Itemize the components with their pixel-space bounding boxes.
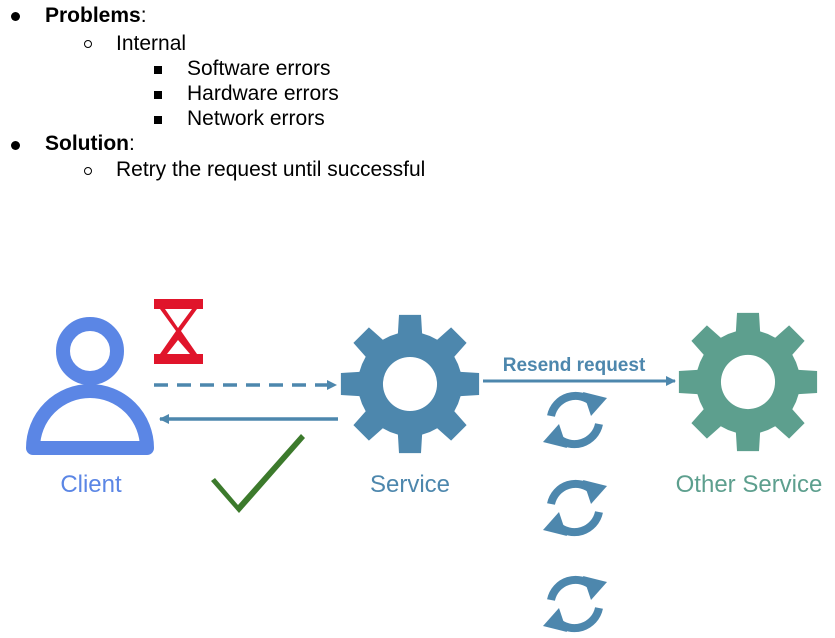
service-gear-icon (340, 314, 480, 454)
problems-heading: Problems: (45, 4, 147, 28)
gear-shape (678, 312, 818, 452)
check-icon (211, 434, 305, 513)
refresh-icon (543, 575, 607, 633)
refresh-arrowhead (583, 576, 607, 600)
retry-item: Retry the request until successful (116, 158, 426, 181)
gear-shape (340, 314, 480, 454)
bullet-dot (11, 141, 20, 150)
refresh-arrowhead (583, 480, 607, 504)
solution-heading: Solution: (45, 132, 135, 156)
bullet-square (154, 91, 162, 99)
bullet-dot (11, 12, 20, 21)
other-service-label: Other Service (676, 471, 823, 498)
problems-colon: : (140, 4, 147, 27)
client-person-icon (26, 317, 154, 455)
solution-title: Solution (45, 132, 129, 155)
refresh-icon (543, 391, 607, 449)
problems-title: Problems (45, 4, 141, 27)
client-label: Client (60, 471, 122, 498)
refresh-arrowhead (583, 392, 607, 416)
software-errors-item: Software errors (187, 57, 331, 80)
bullet-square (154, 66, 162, 74)
bullet-circle (84, 167, 92, 175)
bullet-circle (84, 40, 92, 48)
service-label: Service (370, 471, 450, 498)
bullet-square (154, 116, 162, 124)
hardware-errors-item: Hardware errors (187, 82, 339, 105)
other-service-gear-icon (678, 312, 818, 452)
refresh-arrowhead (543, 424, 567, 448)
refresh-arrowhead (543, 512, 567, 536)
network-errors-item: Network errors (187, 107, 325, 130)
refresh-arrowhead (543, 608, 567, 632)
hourglass-icon (154, 299, 203, 364)
refresh-icon (543, 479, 607, 537)
solution-colon: : (128, 132, 135, 155)
resend-request-label: Resend request (503, 355, 646, 376)
internal-item: Internal (116, 32, 187, 55)
